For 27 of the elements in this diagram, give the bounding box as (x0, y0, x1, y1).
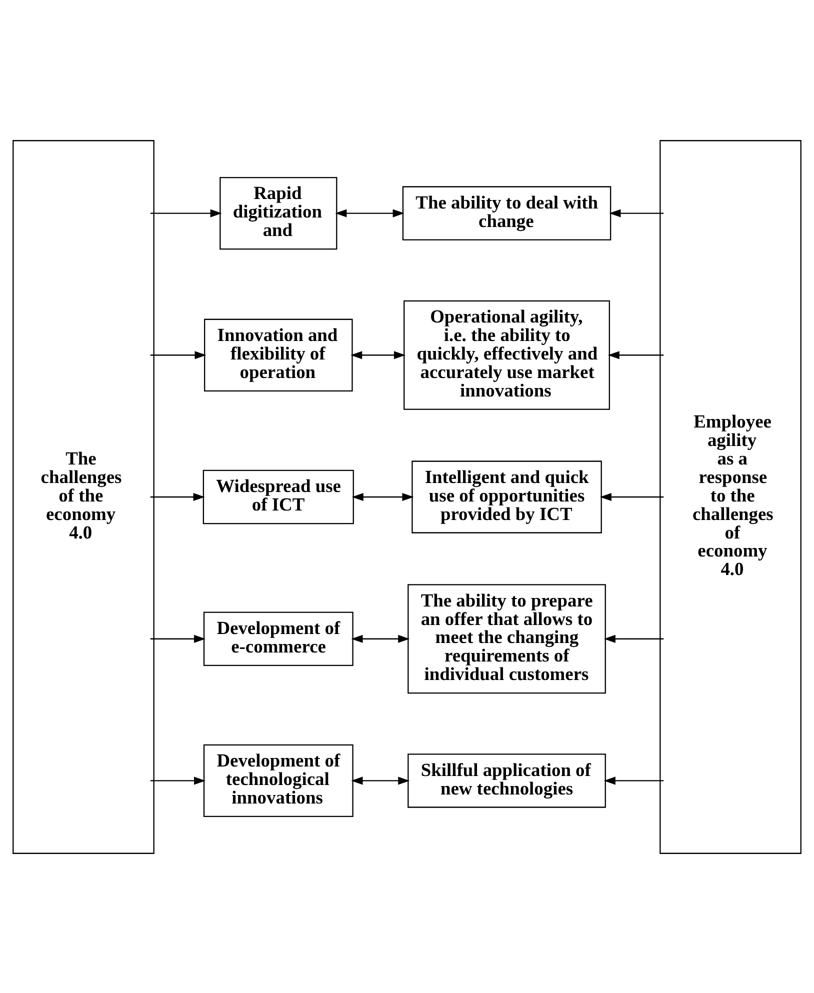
node-box: Employee agility as a response to the challenges of economy 4.0 (660, 140, 802, 854)
node-box: Operational agility, i.e. the ability to quickly, effectively and accurately use market innovations (404, 300, 610, 410)
arrow (150, 634, 206, 642)
arrow (604, 634, 664, 642)
arrow (352, 492, 414, 501)
arrow (609, 208, 664, 217)
node-box: Innovation and flexibility of operation (204, 318, 353, 391)
arrow (150, 350, 206, 359)
node-box: Development of e-commerce (203, 611, 354, 666)
arrow (608, 350, 664, 359)
node-box: The ability to prepare an offer that allows to meet the changing requirements of individual customers (408, 584, 606, 694)
arrow (150, 208, 222, 217)
arrow (335, 208, 404, 217)
arrow (350, 350, 406, 359)
arrow (600, 492, 664, 501)
arrow (351, 634, 410, 642)
arrow (604, 776, 664, 784)
arrow (150, 492, 205, 501)
node-box: The ability to deal with change (402, 186, 612, 240)
node-box: The challenges of the economy 4.0 (12, 140, 154, 854)
arrow (150, 776, 206, 784)
node-box: Widespread use of ICT (202, 469, 354, 524)
node-box: Skillful application of new technologies (408, 753, 606, 808)
arrow (351, 776, 410, 784)
node-box: Intelligent and quick use of opportunities provided by ICT (412, 460, 602, 533)
node-box: Rapid digitization and (220, 176, 338, 250)
node-box: Development of technological innovations (203, 744, 354, 817)
